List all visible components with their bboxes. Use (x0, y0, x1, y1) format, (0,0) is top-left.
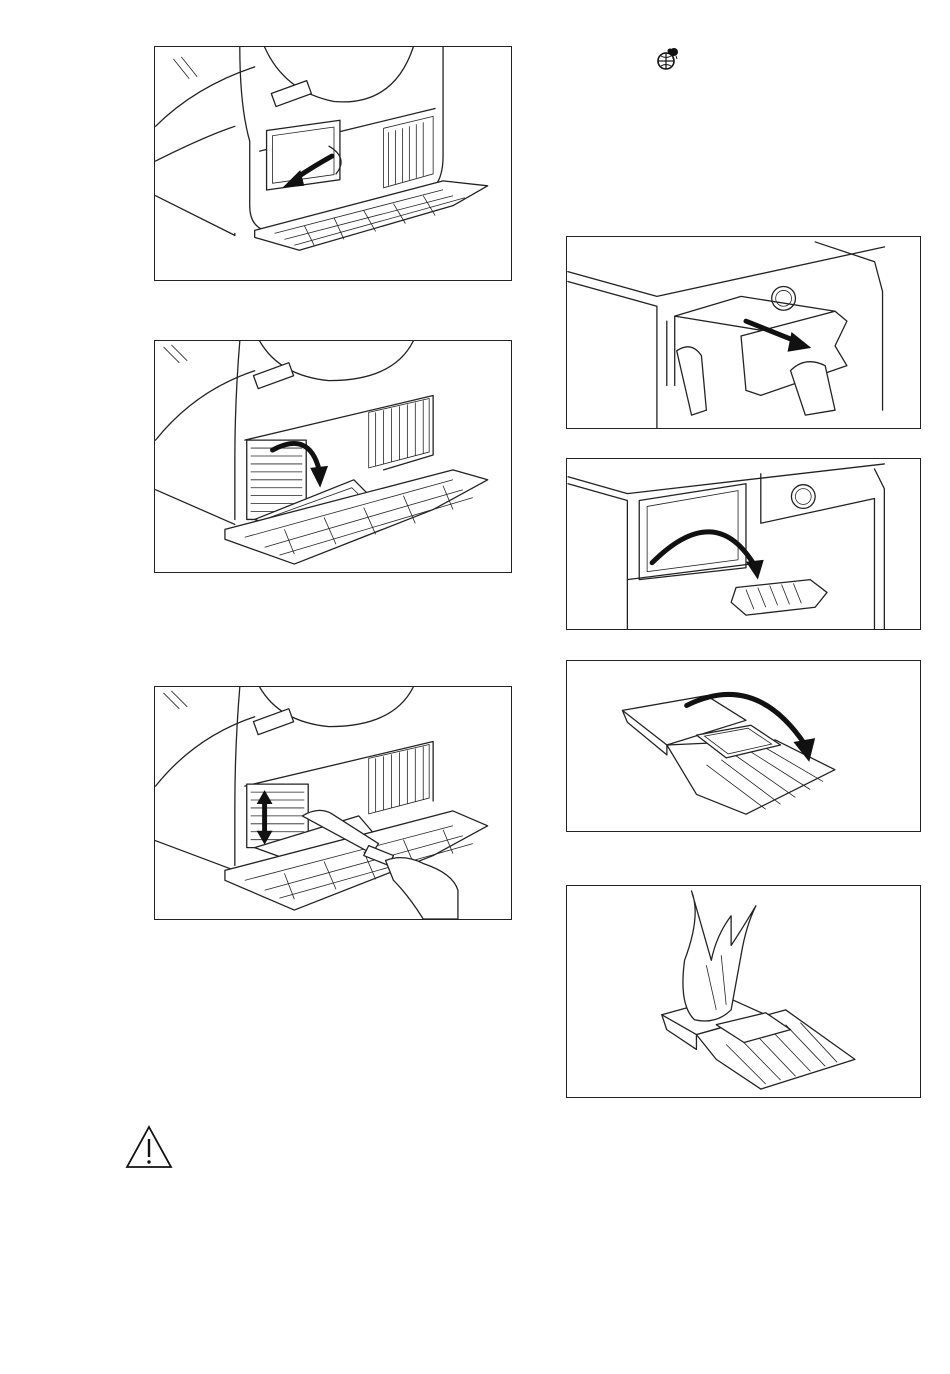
figure-pull-container (566, 236, 921, 429)
figure-open-filter-door (154, 46, 512, 281)
figure-clean-tray (566, 885, 921, 1098)
warning-triangle-icon (124, 1124, 174, 1170)
filter-symbol-icon (655, 46, 681, 72)
figure-open-tray (566, 660, 921, 832)
figure-brush-filter (154, 686, 512, 920)
figure-tilt-filter (154, 340, 512, 573)
figure-remove-filter (566, 458, 921, 630)
